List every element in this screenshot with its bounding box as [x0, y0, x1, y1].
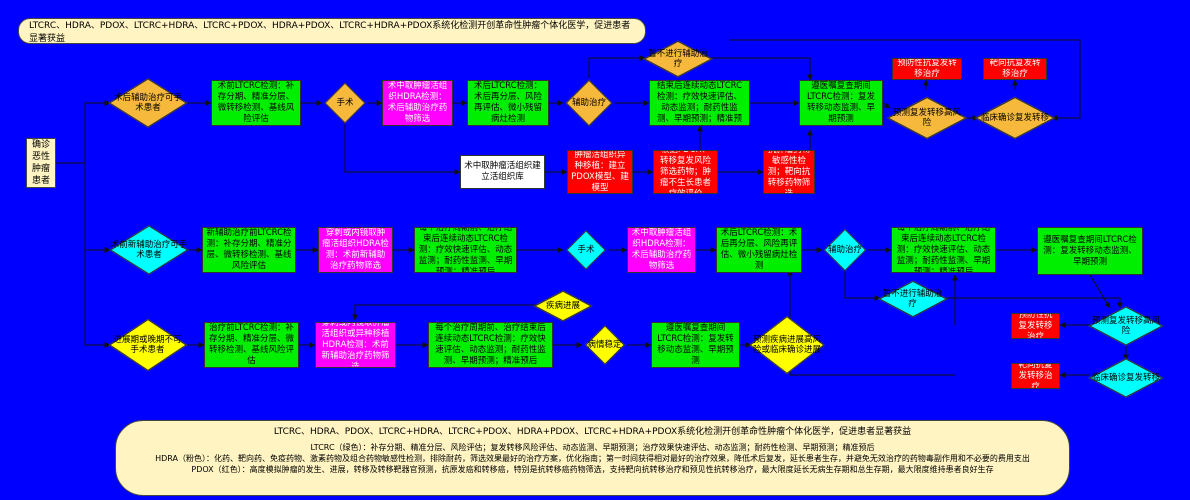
- decision-label: 预测复发转移高风险: [1091, 316, 1160, 336]
- row2-box-intraop-hdra: 术中取肿瘤活组织HDRA检测：术后辅助治疗药物筛选: [627, 227, 696, 273]
- decision-no-adjuvant-2: 暂不进行辅助治疗: [877, 280, 948, 318]
- decision-label: 暂不进行辅助治疗: [882, 289, 943, 309]
- decision-surgery-2: 手术: [563, 230, 609, 270]
- row1-box-followup-ltcrc: 遵医嘱复查期间LTCRC检测：复发转移动态监测、早期预测: [799, 80, 883, 126]
- box-text: 每个治疗周期前、治疗结束后连续动态LTCRC检测：疗效快速评估、动态监测；耐药性…: [896, 227, 991, 273]
- row3-box-followup-ltcrc: 遵医嘱复查期间LTCRC检测：复发转移动态监测、早期预测: [651, 322, 740, 368]
- decision-label: 手术: [577, 245, 595, 255]
- box-text: 穿刺或内镜取肿瘤活组织HDRA检测：术前新辅助治疗药物筛选: [322, 228, 389, 271]
- row2-box-followup-ltcrc: 遵医嘱复查期间LTCRC检测：复发转移动态监测、早期预测: [1037, 227, 1143, 275]
- box-text: 遵医嘱复查期间LTCRC检测：复发转移动态监测、早期预测: [806, 81, 876, 124]
- row1-box-preventive-therapy: 预防性抗复发转移治疗: [892, 58, 962, 80]
- decision-label: 疾病进展: [545, 301, 580, 311]
- box-text: 预防性抗复发转移治疗: [1018, 313, 1053, 339]
- header-banner: LTCRC、HDRA、PDOX、LTCRC+HDRA、LTCRC+PDOX、HD…: [18, 18, 646, 44]
- decision-label: 辅助治疗: [827, 245, 862, 255]
- decision-advanced-inoperable: 进展期或晚期不可手术患者: [108, 318, 187, 372]
- box-text: 术后LTCRC检测：术后再分层、风险再评估、微小残留病灶检测: [473, 81, 543, 124]
- box-text: 遵医嘱复查期间LTCRC检测：复发转移动态监测、早期预测: [657, 323, 734, 366]
- legend-title: LTCRC、HDRA、PDOX、LTCRC+HDRA、LTCRC+PDOX、HD…: [273, 427, 912, 437]
- decision-label: 术后辅助治疗可手术患者: [113, 93, 182, 113]
- row2-box-cycle-ltcrc: 每个治疗周期前、治疗结束后连续动态LTCRC检测：疗效快速评估、动态监测；耐药性…: [414, 227, 517, 273]
- decision-neoadjuvant-operable: 术前新辅助治疗可手术患者: [109, 225, 189, 275]
- decision-label: 预测复发转移高风险: [892, 108, 961, 128]
- row3-box-cycle-ltcrc: 每个治疗周期前、治疗结束后连续动态LTCRC检测：疗效快速评估、动态监测；耐药性…: [428, 322, 553, 368]
- row1-box-targeted-therapy: 靶向抗复发转移治疗: [983, 58, 1047, 80]
- box-text: 术前LTCRC检测：补存分期、精准分层、微转移检测、基线风险评估: [217, 81, 295, 124]
- row1b-box-pdox-model: 肿瘤活组织异种移植：建立PDOX模型、建模型: [567, 150, 633, 194]
- decision-clinical-confirm-2: 临床确诊复发转移: [1088, 358, 1164, 398]
- box-text: 术中取肿瘤活组织建立活组织库: [464, 161, 541, 182]
- row1b-box-drug-sensitivity: 抗肿瘤药物敏感性检测；靶向抗转移药物筛选: [763, 150, 815, 194]
- box-text: 每个治疗周期前、治疗结束后连续动态LTCRC检测：疗效快速评估、动态监测；耐药性…: [656, 81, 743, 124]
- start-node: 确诊恶性肿瘤患者: [26, 138, 56, 188]
- decision-disease-stable: 病情稳定: [582, 325, 627, 365]
- decision-label: 手术: [336, 98, 354, 108]
- row3-box-pre-ltcrc: 治疗前LTCRC检测：补存分期、精准分层、微转移检测、基线风险评估: [204, 322, 299, 368]
- box-text: 靶向抗复发转移治疗: [1018, 363, 1053, 389]
- decision-disease-progress: 疾病进展: [533, 290, 593, 322]
- decision-label: 暂不进行辅助治疗: [648, 49, 708, 69]
- decision-label: 临床确诊复发转移: [980, 113, 1049, 123]
- box-text: 治疗前LTCRC检测：补存分期、精准分层、微转移检测、基线风险评估: [208, 323, 295, 366]
- legend-panel: LTCRC、HDRA、PDOX、LTCRC+HDRA、LTCRC+PDOX、HD…: [115, 420, 1070, 496]
- legend-hdra: HDRA（粉色）：化药、靶向药、免疫药物、激素药物及组合药物敏感性检测，排除耐药…: [155, 454, 1030, 463]
- decision-label: 进展期或晚期不可手术患者: [113, 335, 182, 355]
- row2-box-targeted-therapy: 靶向抗复发转移治疗: [1011, 363, 1060, 389]
- decision-label: 辅助治疗: [571, 98, 606, 108]
- start-label: 确诊恶性肿瘤患者: [31, 140, 50, 186]
- row1-box-intraop-hdra: 术中取肿瘤活组织HDRA检测：术后辅助治疗药物筛选: [382, 80, 453, 126]
- legend-ltcrc: LTCRC（绿色）：补存分期、精准分层、风险评估；复发转移风险评估、动态监测、早…: [310, 443, 875, 452]
- box-text: 肿瘤活组织异种移植：建立PDOX模型、建模型: [571, 150, 629, 193]
- decision-predict-high-risk-2: 预测复发转移高风险: [1088, 306, 1164, 346]
- decision-no-adjuvant: 暂不进行辅助治疗: [643, 40, 713, 78]
- decision-surgery: 手术: [322, 82, 368, 124]
- decision-predict-progress: 预测疾病进展高风险或临床确诊进展: [749, 316, 825, 374]
- row3-box-biopsy-hdra: 穿刺或内镜取肿瘤活组织或异种移植HDRA检测：术前新辅助治疗药物筛选: [315, 322, 396, 368]
- box-text: 每个治疗周期前、治疗结束后连续动态LTCRC检测：疗效快速评估、动态监测；耐药性…: [418, 227, 513, 273]
- decision-label: 临床确诊复发转移: [1091, 373, 1160, 383]
- box-text: 预防性抗复发转移治疗: [897, 58, 957, 79]
- decision-adjuvant-operable: 术后辅助治疗可手术患者: [108, 78, 188, 128]
- decision-label: 术前新辅助治疗可手术患者: [110, 240, 188, 260]
- box-text: 术中取肿瘤活组织HDRA检测：术后辅助治疗药物筛选: [387, 81, 448, 124]
- box-text: 新辅助治疗前LTCRC检测：补存分期、精准分层、微转移检测、基线风险评估: [206, 228, 292, 271]
- row2-box-pre-ltcrc: 新辅助治疗前LTCRC检测：补存分期、精准分层、微转移检测、基线风险评估: [202, 227, 296, 273]
- row2-box-cycle-ltcrc-2: 每个治疗周期前、治疗结束后连续动态LTCRC检测：疗效快速评估、动态监测；耐药性…: [891, 227, 996, 273]
- decision-clinical-confirm: 临床确诊复发转移: [974, 96, 1056, 140]
- box-text: 穿刺或内镜取肿瘤活组织或异种移植HDRA检测：术前新辅助治疗药物筛选: [321, 322, 390, 368]
- row1-box-preop-ltcrc: 术前LTCRC检测：补存分期、精准分层、微转移检测、基线风险评估: [211, 80, 301, 126]
- decision-label: 病情稳定: [587, 340, 622, 350]
- header-title: LTCRC、HDRA、PDOX、LTCRC+HDRA、LTCRC+PDOX、HD…: [29, 21, 631, 44]
- row1-box-postop-ltcrc: 术后LTCRC检测：术后再分层、风险再评估、微小残留病灶检测: [467, 80, 549, 126]
- decision-adjuvant-2: 辅助治疗: [822, 228, 868, 272]
- row1b-box-pdox-screening: 根据PDOX、转移复发风险筛选药物；肿瘤不生长患者疗效评价: [653, 150, 718, 194]
- box-text: 每个治疗周期前、治疗结束后连续动态LTCRC检测：疗效快速评估、动态监测；耐药性…: [435, 323, 546, 366]
- box-text: 靶向抗复发转移治疗: [989, 58, 1041, 79]
- box-text: 术中取肿瘤活组织HDRA检测：术后辅助治疗药物筛选: [631, 228, 692, 271]
- row1-box-cycle-ltcrc: 每个治疗周期前、治疗结束后连续动态LTCRC检测：疗效快速评估、动态监测；耐药性…: [649, 80, 750, 126]
- box-text: 术后LTCRC检测：术后再分层、风险再评估、微小残留病灶检测: [720, 228, 798, 271]
- row2-box-postop-ltcrc: 术后LTCRC检测：术后再分层、风险再评估、微小残留病灶检测: [716, 227, 802, 273]
- box-text: 遵医嘱复查期间LTCRC检测：复发转移动态监测、早期预测: [1043, 234, 1137, 267]
- row2-box-biopsy-hdra: 穿刺或内镜取肿瘤活组织HDRA检测：术前新辅助治疗药物筛选: [318, 227, 393, 273]
- box-text: 根据PDOX、转移复发风险筛选药物；肿瘤不生长患者疗效评价: [659, 151, 711, 194]
- decision-label: 预测疾病进展高风险或临床确诊进展: [752, 335, 821, 355]
- decision-adjuvant: 辅助治疗: [563, 79, 615, 127]
- box-text: 抗肿瘤药物敏感性检测；靶向抗转移药物筛选: [767, 151, 811, 194]
- legend-pdox: PDOX（红色）：高度模拟肿瘤的发生、进展，转移及转移靶器官预测，抗原发癌和转移…: [191, 465, 994, 474]
- row1b-box-tissue-bank: 术中取肿瘤活组织建立活组织库: [460, 155, 545, 189]
- decision-predict-high-risk: 预测复发转移高风险: [886, 96, 968, 140]
- row2-box-preventive-therapy: 预防性抗复发转移治疗: [1011, 313, 1060, 339]
